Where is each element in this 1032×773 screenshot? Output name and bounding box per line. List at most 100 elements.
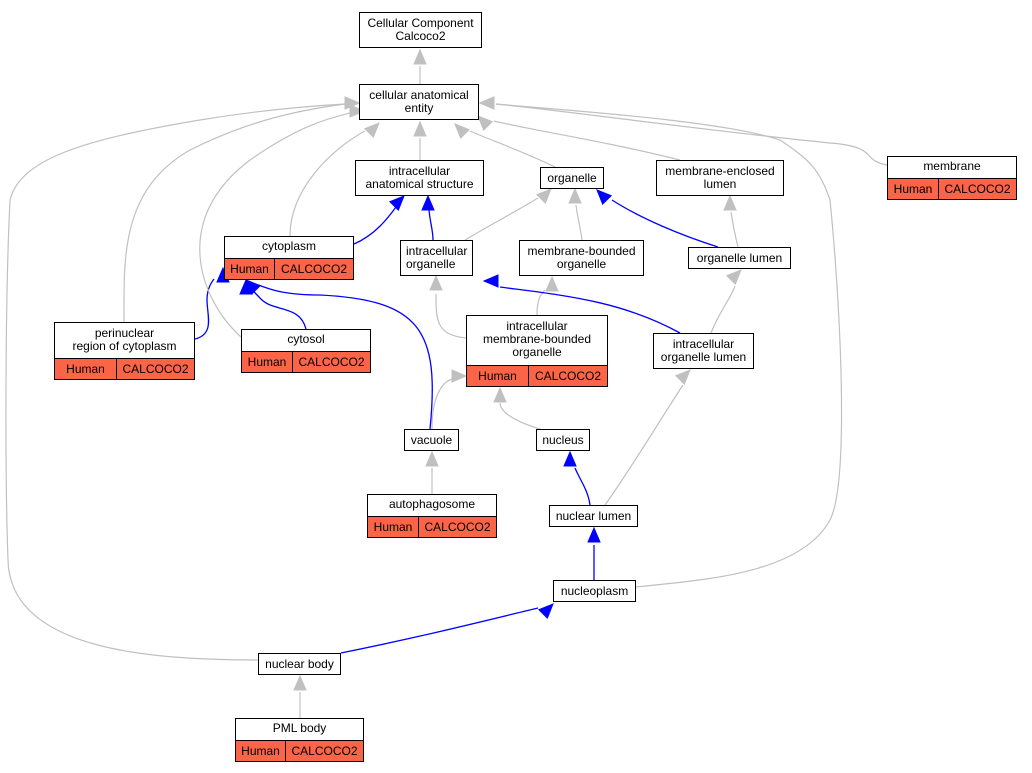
node-intracellular-organelle[interactable]: intracellular organelle [400,240,473,276]
arrowhead [587,526,601,543]
node-label: organelle lumen [696,251,783,265]
edge-ol-to-mel-is-a [723,194,739,248]
edge-mbo-to-organelle-is-a [568,187,583,241]
node-pml-body[interactable]: PML body Human CALCOCO2 [235,718,364,762]
annotation-row: Human CALCOCO2 [242,351,370,372]
arrowhead [596,189,613,206]
edge-nucleoplasm-to-nuclear_lumen-part-of [587,526,601,580]
edge-ol-to-organelle-part-of [596,189,719,248]
edge-cytoplasm-to-cae-is-a [289,122,380,237]
node-label: cytosol [287,332,325,346]
annotation-row: Human CALCOCO2 [236,740,363,761]
arrowhead [563,450,577,467]
annotation-row: Human CALCOCO2 [368,516,496,537]
node-organelle-lumen[interactable]: organelle lumen [688,247,791,269]
gene-badge: CALCOCO2 [424,519,491,534]
node-label: perinuclear region of cytoplasm [72,326,177,353]
node-cytoplasm[interactable]: cytoplasm Human CALCOCO2 [224,236,354,280]
edge-nuclear_lumen-to-nucleus-part-of [563,450,591,506]
arrowhead [478,96,495,110]
gene-badge: CALCOCO2 [122,361,189,376]
arrowhead [674,369,691,386]
arrowhead [482,274,499,288]
annotation-row: Human CALCOCO2 [888,178,1016,199]
arrowhead [545,275,559,292]
node-label: membrane [923,159,981,173]
edge-iol-to-ol-is-a [710,269,742,334]
edge-imbo-to-io-is-a [429,274,467,339]
annotation-row: Human CALCOCO2 [467,365,607,386]
node-intracellular-organelle-lumen[interactable]: intracellular organelle lumen [653,333,754,369]
edge-nuclear_body-to-nucleoplasm-part-of [340,603,554,654]
arrowhead [535,188,552,205]
node-membrane-enclosed-lumen[interactable]: membrane-enclosed lumen [656,160,784,196]
arrowhead [454,123,471,140]
edge-imbo-to-mbo-is-a [536,275,559,316]
node-label: nucleus [542,433,584,447]
gene-badge: CALCOCO2 [291,743,358,758]
species-badge: Human [242,352,293,372]
node-cellular-anatomical-entity[interactable]: cellular anatomical entity [359,84,479,120]
species-badge: Human [55,359,117,379]
node-nucleoplasm[interactable]: nucleoplasm [553,580,636,602]
edge-organelle-to-cae-is-a [454,123,556,168]
node-perinuclear-region-of-cytoplasm[interactable]: perinuclear region of cytoplasm Human CA… [54,322,195,380]
node-autophagosome[interactable]: autophagosome Human CALCOCO2 [367,494,497,538]
arrowhead [451,369,468,383]
arrowhead [493,386,507,403]
node-label: intracellular organelle [406,244,468,271]
node-label: membrane-enclosed lumen [665,164,775,191]
node-organelle[interactable]: organelle [540,167,604,189]
node-label: nuclear body [265,657,334,671]
node-label: organelle [547,171,597,185]
node-membrane[interactable]: membrane Human CALCOCO2 [887,156,1017,200]
annotation-row: Human CALCOCO2 [225,258,353,279]
arrowhead [477,115,494,132]
edge-iol-to-io-part-of [482,274,681,334]
edge-cytoplasm-to-ias-part-of [353,195,405,245]
arrowhead [413,48,427,65]
node-label: intracellular organelle lumen [660,337,747,364]
gene-badge: CALCOCO2 [298,354,365,369]
gene-badge: CALCOCO2 [944,181,1011,196]
arrowhead [537,603,554,620]
edge-io-to-ias-part-of [421,194,435,241]
node-cellular-component-calcoco2[interactable]: Cellular Component Calcoco2 [359,12,482,48]
edge-cytosol-to-cae-is-a [199,104,366,338]
arrowhead [413,120,427,137]
node-cytosol[interactable]: cytosol Human CALCOCO2 [241,329,371,373]
node-intracellular-membrane-bounded-organelle[interactable]: intracellular membrane-bounded organelle… [466,315,608,387]
edge-nuclear_body-to-cae-is-a [5,96,361,661]
node-vacuole[interactable]: vacuole [404,429,459,451]
arrowhead [425,450,439,467]
node-label: cytoplasm [261,239,317,253]
node-label: membrane-bounded organelle [527,244,636,271]
node-label: autophagosome [388,497,476,511]
node-label: Cellular Component Calcoco2 [367,16,474,43]
edge-ias-to-cae-is-a [413,120,427,160]
edge-cae-to-root-is-a [413,48,427,84]
node-label: PML body [272,721,327,735]
node-intracellular-anatomical-structure[interactable]: intracellular anatomical structure [355,160,484,196]
edge-perinuclear-to-cae-is-a [123,96,361,323]
arrowhead [293,674,307,691]
arrowhead [429,274,443,291]
node-nuclear-body[interactable]: nuclear body [258,653,341,675]
gene-badge: CALCOCO2 [534,368,602,383]
node-nucleus[interactable]: nucleus [536,429,590,451]
node-label: nuclear lumen [555,509,632,523]
node-label: cellular anatomical entity [369,88,469,115]
node-nuclear-lumen[interactable]: nuclear lumen [549,505,638,527]
node-membrane-bounded-organelle[interactable]: membrane-bounded organelle [519,240,644,276]
gene-badge: CALCOCO2 [280,261,348,276]
species-badge: Human [236,741,286,761]
edge-mel-to-cae-is-a [477,115,681,161]
edge-nucleus-to-imbo-is-a [493,386,541,430]
node-label: intracellular membrane-bounded organelle [482,319,592,359]
arrowhead [421,194,435,211]
annotation-row: Human CALCOCO2 [55,358,194,379]
arrowhead [349,104,366,118]
arrowhead [245,279,262,296]
arrowhead [344,96,361,110]
